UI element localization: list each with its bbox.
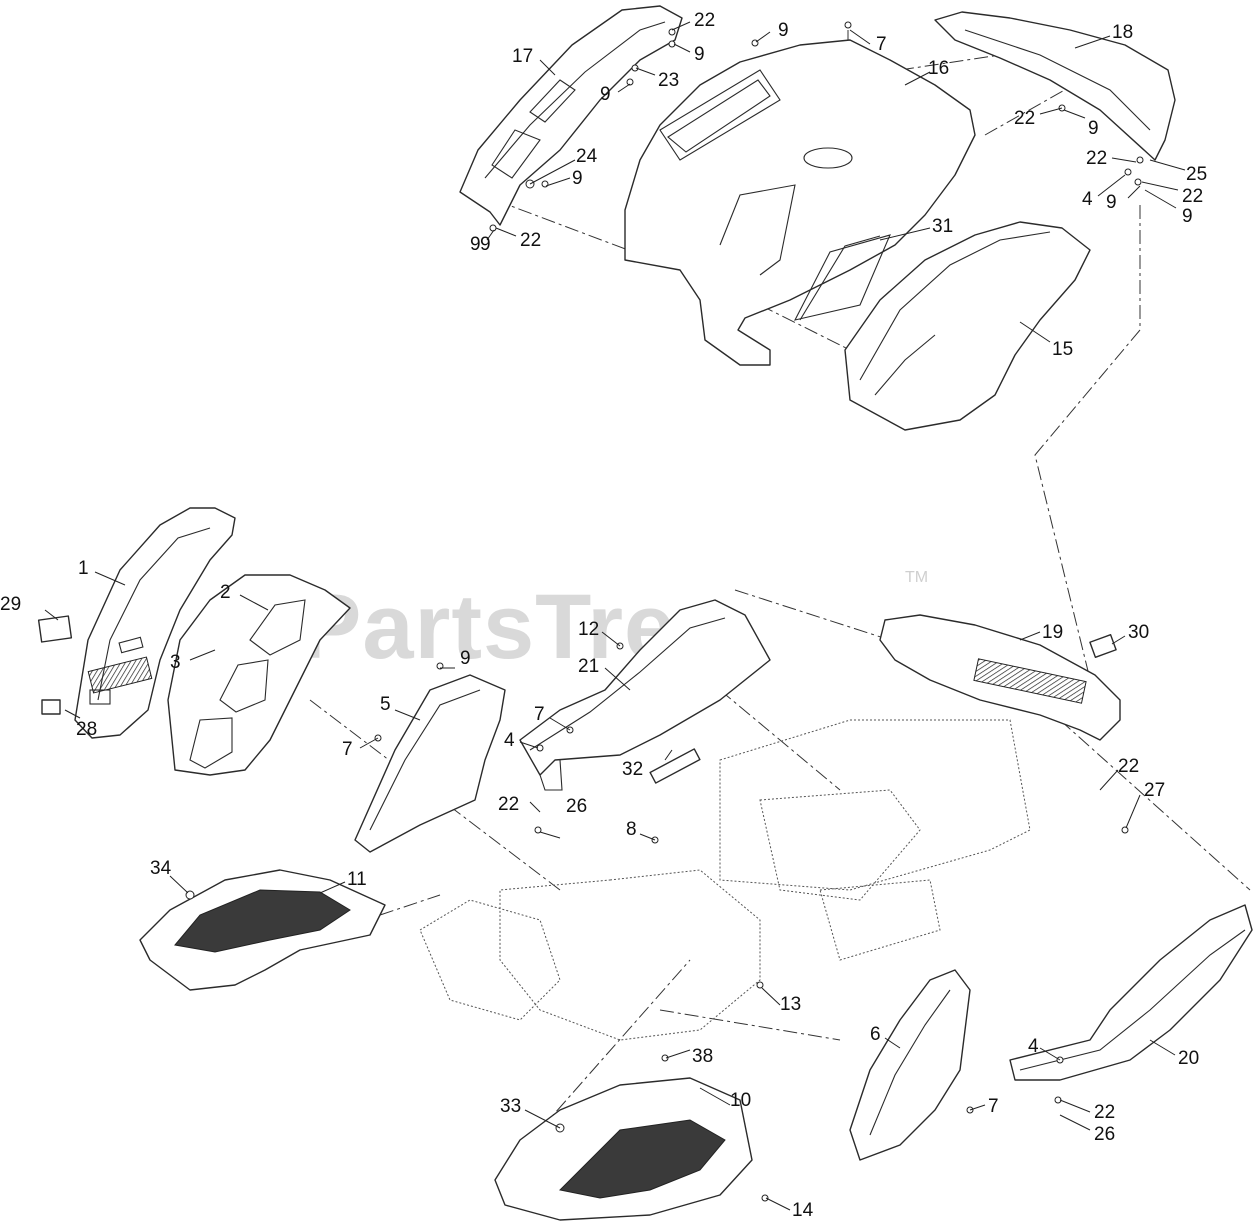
part-11-floor-mat [139,869,386,991]
callout-label: 4 [1028,1036,1039,1057]
callout-label: 7 [534,704,545,725]
callout-label: 24 [576,146,598,167]
callout-label: 9 [1106,192,1117,213]
callout-label: 18 [1112,22,1133,43]
callout-label: 9 [460,648,471,669]
part-2-frame-panel [167,574,351,776]
part-19-rear-shroud [879,614,1121,741]
part-1-front-panel [74,507,236,739]
callout-label: 19 [1042,622,1063,643]
callout-label: 7 [988,1096,999,1117]
callout-label: 15 [1052,339,1073,360]
callout-label: 9 [1088,118,1099,139]
callout-label: 1 [78,558,89,579]
callout-label: 22 [498,794,519,815]
callout-label: 13 [780,994,801,1015]
callout-label: 4 [1082,189,1093,210]
part-6-side-cover [849,969,971,1161]
callout-label: 5 [380,694,391,715]
callout-label: 38 [692,1046,713,1067]
callout-label: 17 [512,46,533,67]
callout-label: 4 [504,730,515,751]
callout-label: 9 [1182,206,1193,227]
callout-label: 21 [578,656,599,677]
callout-label: 22 [1094,1102,1115,1123]
callout-label: 33 [500,1096,521,1117]
callout-label: 2 [220,582,231,603]
callout-label: 3 [170,652,181,673]
chassis-frame [419,719,1031,1041]
callout-label: 23 [658,70,679,91]
callout-labels: 22 9 17 9 23 9 9 24 9 9 22 7 16 18 22 9 … [0,10,1207,1221]
part-20-side-rail [1009,904,1253,1081]
callout-label: 9 [694,44,705,65]
part-29-pad [37,615,73,643]
callout-label: 22 [1014,108,1035,129]
callout-label: 22 [1086,148,1107,169]
callout-label: 34 [150,858,172,879]
callout-label: 32 [622,759,643,780]
part-5-side-cover [354,674,506,853]
callout-label: 10 [730,1090,751,1111]
callout-label: 9 [480,234,491,255]
callout-label: 22 [1182,186,1203,207]
callout-label: 8 [626,819,637,840]
callout-label: 26 [1094,1124,1115,1145]
part-21-tunnel [519,599,771,791]
callout-label: 27 [1144,780,1165,801]
callout-label: 26 [566,796,587,817]
callout-label: 9 [778,20,789,41]
callout-label: 16 [928,58,949,79]
callout-label: 12 [578,619,599,640]
part-18-rear-panel [934,11,1176,161]
callout-label: 30 [1128,622,1149,643]
callout-label: 11 [347,869,367,890]
callout-label: 6 [870,1024,881,1045]
callout-label: 29 [0,594,21,615]
part-15-fender [844,221,1091,431]
part-17-side-panel [459,5,683,226]
part-32-strip [649,748,701,784]
callout-label: 20 [1178,1048,1199,1069]
callout-label: 9 [572,168,583,189]
callout-label: 22 [694,10,715,31]
callout-label: 9 [470,234,481,255]
part-16-body-shell [624,39,976,366]
callout-label: 14 [792,1200,814,1221]
callout-label: 22 [1118,756,1139,777]
callout-label: 7 [342,739,353,760]
part-30-pad [1089,634,1117,658]
part-28-pad [41,699,61,715]
callout-label: 7 [876,34,887,55]
callout-label: 31 [932,216,953,237]
callout-label: 25 [1186,164,1207,185]
callout-label: 28 [76,719,97,740]
callout-label: 22 [520,230,541,251]
callout-leaders [44,21,1186,1211]
watermark-tm: TM [905,569,928,586]
part-10-floor-mat [494,1077,753,1221]
callout-label: 9 [600,84,611,105]
